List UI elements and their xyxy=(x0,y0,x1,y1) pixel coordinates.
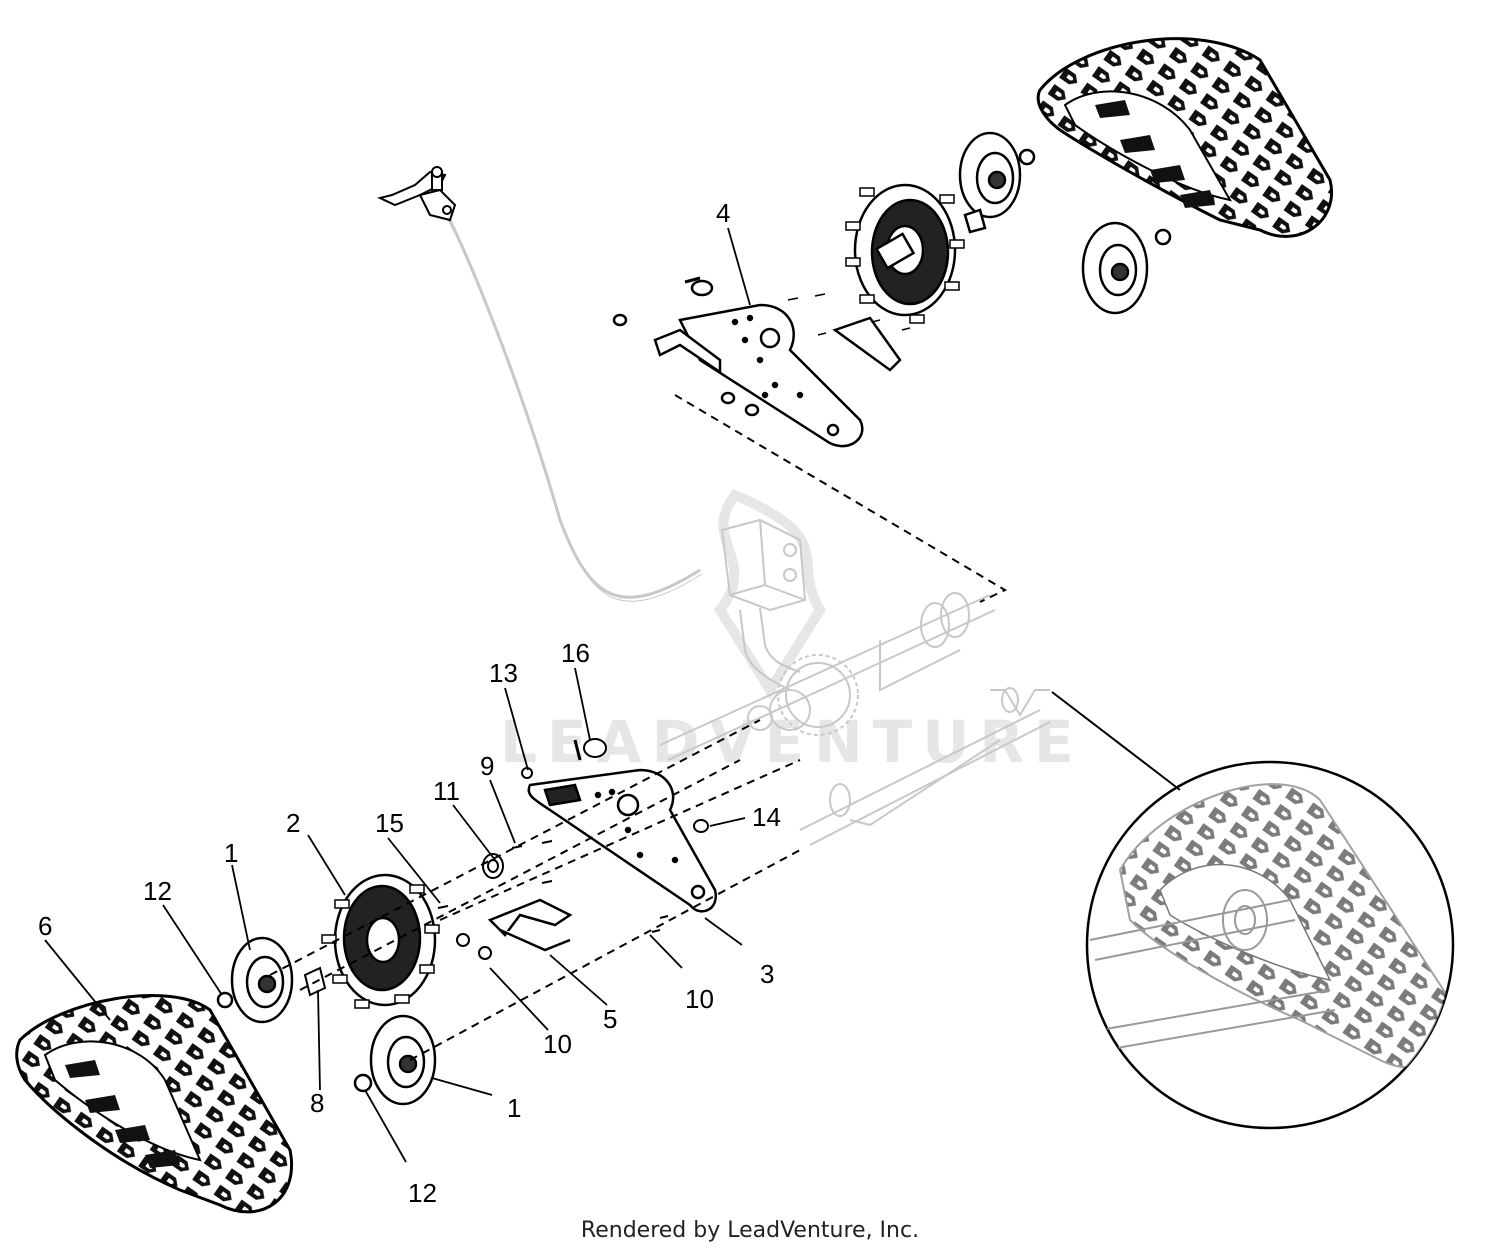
lower-sprocket xyxy=(321,873,440,1009)
background-assembly xyxy=(443,209,1051,846)
callout-labels: 4 6 12 1 2 15 11 9 13 16 14 3 5 10 10 8 … xyxy=(38,198,781,1208)
upper-side-plate xyxy=(612,276,911,448)
brake-lever xyxy=(377,166,457,222)
callout-12-upper: 12 xyxy=(143,876,172,906)
upper-sprocket xyxy=(845,183,987,324)
detail-inset xyxy=(1085,760,1455,1130)
callout-7: 8 xyxy=(310,1088,324,1118)
callout-4: 4 xyxy=(716,198,730,228)
callout-10: 10 xyxy=(685,984,714,1014)
upper-wheel-pulley xyxy=(958,131,1036,219)
callout-1-lower: 1 xyxy=(507,1093,521,1123)
callout-8: 9 xyxy=(480,751,494,781)
callout-16: 16 xyxy=(561,638,590,668)
small-hardware xyxy=(437,738,709,960)
callout-15: 15 xyxy=(375,808,404,838)
lower-wheel-front xyxy=(216,936,294,1024)
callout-2: 2 xyxy=(286,808,300,838)
callout-12-lower: 12 xyxy=(408,1178,437,1208)
leader-lines xyxy=(44,227,751,1163)
footer-credit: Rendered by LeadVenture, Inc. xyxy=(580,1218,920,1243)
callout-13: 13 xyxy=(489,658,518,688)
callout-11: 11 xyxy=(433,776,460,806)
lower-wheel-rear xyxy=(353,1014,437,1106)
callout-3: 3 xyxy=(760,959,774,989)
callout-6: 6 xyxy=(38,911,52,941)
lower-bracket xyxy=(487,898,573,952)
callout-9: 10 xyxy=(543,1029,572,1059)
callout-1-upper: 1 xyxy=(224,838,238,868)
track-upper-right xyxy=(1036,37,1333,238)
callout-5: 5 xyxy=(603,1004,617,1034)
inset-leader xyxy=(1051,691,1181,791)
assembly-dash-upper xyxy=(674,394,1008,603)
callout-14: 14 xyxy=(752,802,781,832)
track-lower-left xyxy=(15,994,293,1214)
watermark: LEADVENTURE xyxy=(500,488,1074,776)
assembly-dash-lower xyxy=(269,719,801,1061)
upper-wheel-lower xyxy=(1081,221,1172,315)
lower-side-plate xyxy=(527,768,718,913)
